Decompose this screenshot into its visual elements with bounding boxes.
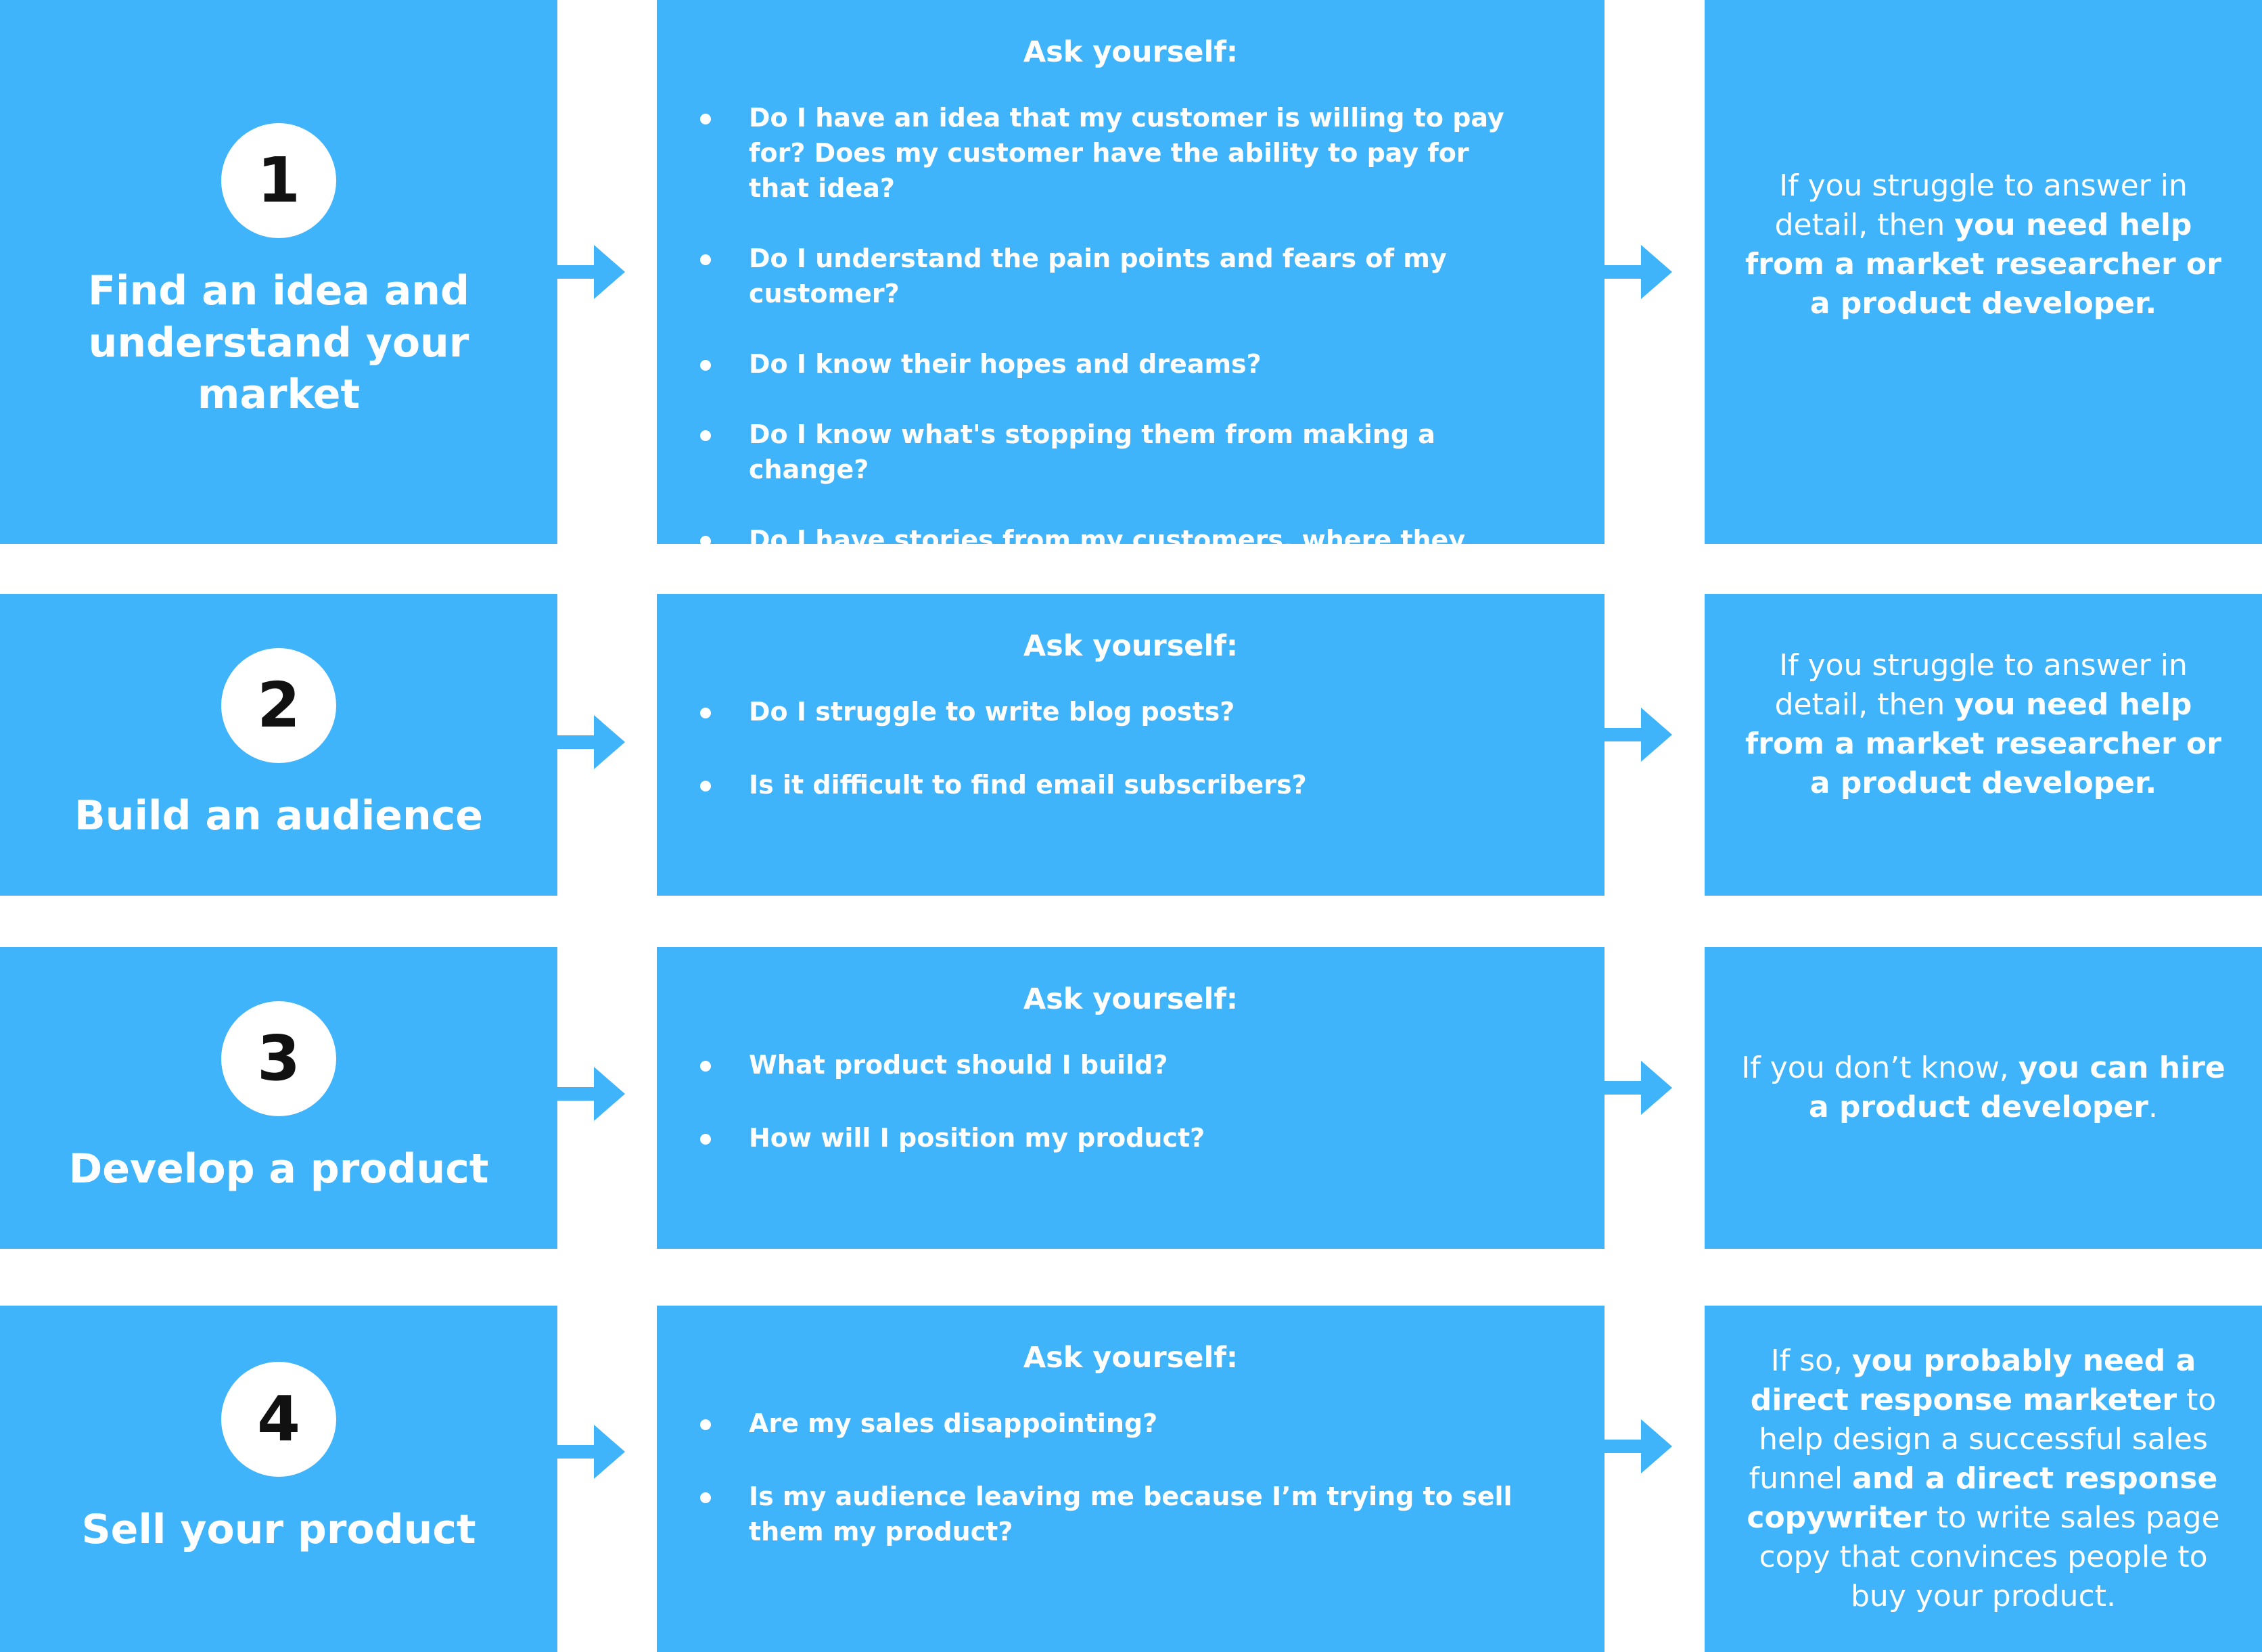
question-item: Do I have stories from my customers, whe… [700,522,1506,593]
arrow-right-icon [1605,708,1672,762]
bullet-icon [700,360,711,371]
arrow-right-icon [557,245,625,299]
bullet-icon [700,536,711,547]
question-item: What product should I build? [700,1047,1550,1082]
question-item: Is my audience leaving me because I’m tr… [700,1479,1520,1549]
step-2-questions-panel: Ask yourself: Do I struggle to write blo… [657,594,1605,896]
arrow-right-icon [1605,245,1672,299]
step-1-advice-panel: If you struggle to answer in detail, the… [1705,0,2262,544]
ask-yourself-heading: Ask yourself: [1023,629,1239,663]
question-item: Do I know their hopes and dreams? [700,346,1550,382]
step-title: Develop a product [68,1145,489,1193]
bullet-icon [700,1061,711,1072]
step-title: Build an audience [74,791,483,840]
bullet-icon [700,708,711,718]
step-1-questions-panel: Ask yourself: Do I have an idea that my … [657,0,1605,590]
question-list: Are my sales disappointing? Is my audien… [657,1406,1605,1549]
question-item: Do I have an idea that my customer is wi… [700,100,1527,206]
bullet-icon [700,1134,711,1145]
step-4-panel: 4 Sell your product [0,1306,557,1652]
step-3-questions-panel: Ask yourself: What product should I buil… [657,947,1605,1249]
question-item: Is it difficult to find email subscriber… [700,767,1550,802]
step-number-badge: 1 [221,122,336,238]
arrow-right-icon [557,1425,625,1479]
question-list: Do I have an idea that my customer is wi… [657,100,1605,593]
question-item: How will I position my product? [700,1120,1550,1155]
advice-text: If so, you probably need a direct respon… [1747,1344,2220,1613]
question-item: Are my sales disappointing? [700,1406,1550,1441]
bullet-icon [700,430,711,441]
step-4-advice-panel: If so, you probably need a direct respon… [1705,1306,2262,1652]
step-number-badge: 2 [221,647,336,763]
step-number-badge: 3 [221,1001,336,1116]
bullet-icon [700,114,711,124]
advice-text: If you struggle to answer in detail, the… [1745,168,2221,321]
step-number-badge: 4 [221,1361,336,1477]
arrow-right-icon [557,715,625,769]
question-list: What product should I build? How will I … [657,1047,1605,1155]
question-item: Do I understand the pain points and fear… [700,241,1550,311]
arrow-right-icon [1605,1061,1672,1115]
question-list: Do I struggle to write blog posts? Is it… [657,694,1605,802]
arrow-right-icon [1605,1419,1672,1473]
step-title: Sell your product [81,1505,476,1553]
step-2-advice-panel: If you struggle to answer in detail, the… [1705,594,2262,896]
step-4-questions-panel: Ask yourself: Are my sales disappointing… [657,1306,1605,1652]
step-2-panel: 2 Build an audience [0,594,557,896]
ask-yourself-heading: Ask yourself: [1023,1341,1239,1375]
ask-yourself-heading: Ask yourself: [1023,982,1239,1016]
bullet-icon [700,1492,711,1503]
arrow-right-icon [557,1067,625,1121]
step-1-panel: 1 Find an idea and understand your marke… [0,0,557,544]
ask-yourself-heading: Ask yourself: [1023,35,1239,69]
step-3-panel: 3 Develop a product [0,947,557,1249]
bullet-icon [700,254,711,265]
step-3-advice-panel: If you don’t know, you can hire a produc… [1705,947,2262,1249]
advice-text: If you struggle to answer in detail, the… [1745,648,2221,800]
bullet-icon [700,1419,711,1430]
question-item: Do I know what's stopping them from maki… [700,417,1550,487]
question-item: Do I struggle to write blog posts? [700,694,1550,729]
bullet-icon [700,781,711,791]
step-title: Find an idea and understand your market [88,267,469,419]
advice-text: If you don’t know, you can hire a produc… [1741,1051,2225,1124]
